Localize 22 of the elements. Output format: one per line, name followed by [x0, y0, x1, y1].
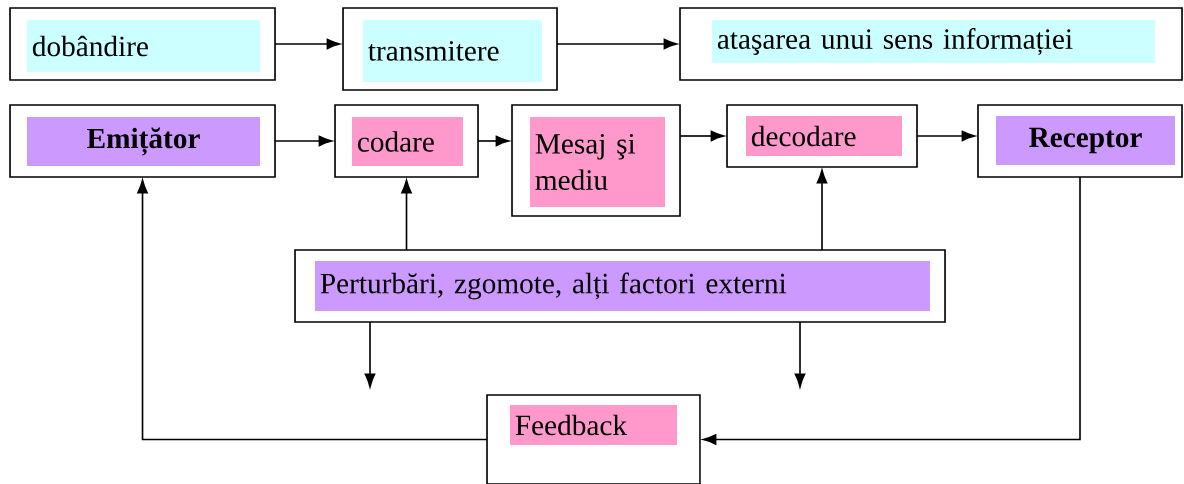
arrow: [679, 130, 725, 142]
arrow: [816, 169, 828, 251]
arrow: [702, 176, 1081, 445]
process-box: transmitere: [342, 7, 558, 91]
process-box: ataşarea unui sens informației: [679, 7, 1183, 81]
process-box: codare: [334, 104, 479, 178]
process-box: dobândire: [9, 7, 276, 81]
arrow: [916, 130, 976, 142]
arrow: [274, 38, 341, 50]
arrow: [556, 38, 678, 50]
arrow: [794, 321, 806, 388]
arrow: [274, 135, 333, 147]
process-box: Emițător: [9, 104, 276, 178]
arrow: [477, 135, 510, 147]
process-box: Mesaj şi mediu: [511, 104, 681, 217]
process-box: Feedback: [486, 394, 701, 484]
arrow: [137, 179, 488, 441]
process-box: Perturbări, zgomote, alți factori externi: [294, 249, 946, 323]
process-box: Receptor: [977, 104, 1183, 178]
arrow: [401, 179, 412, 251]
process-box: decodare: [726, 104, 918, 168]
arrow: [364, 321, 376, 388]
